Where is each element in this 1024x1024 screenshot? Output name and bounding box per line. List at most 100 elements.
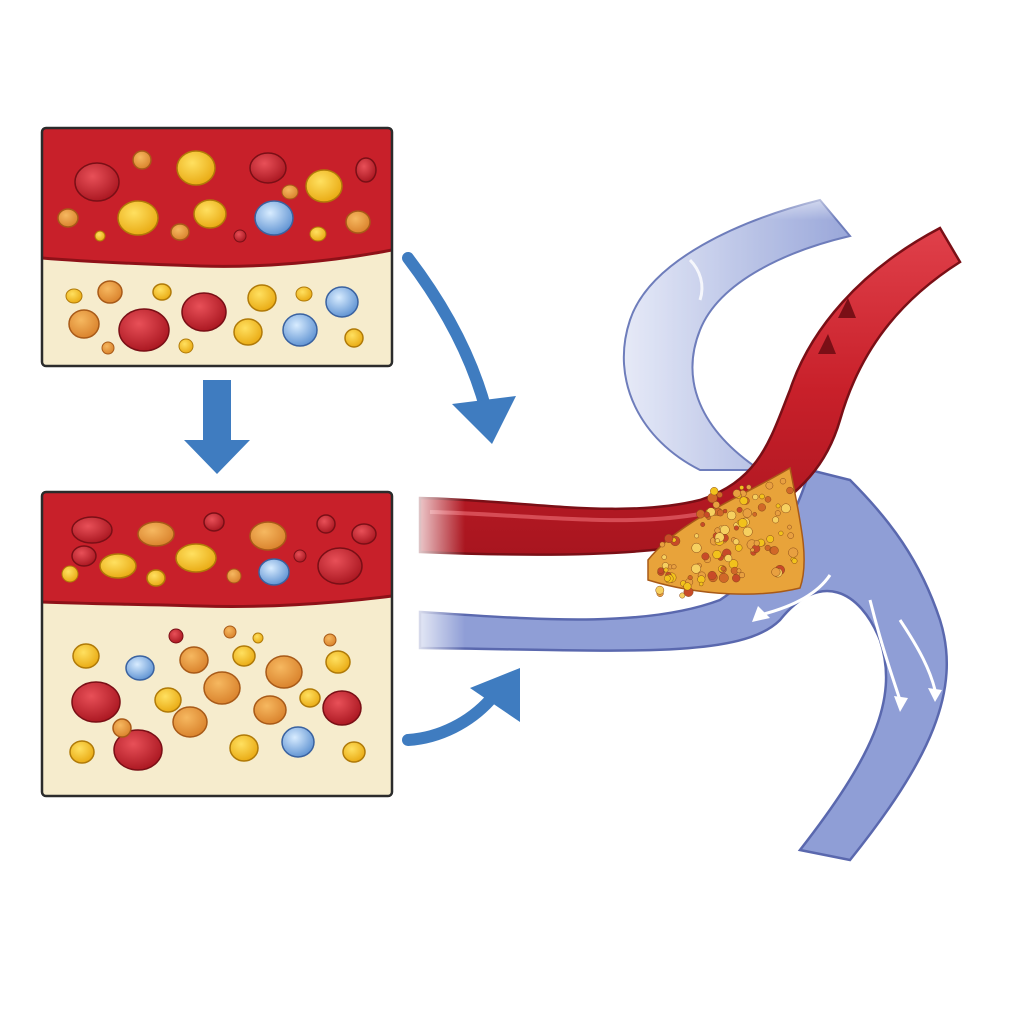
plaque-particle: [787, 524, 792, 530]
arrow-curve-bottom: [402, 668, 520, 746]
plaque-particle: [716, 509, 724, 517]
vein-upper: [622, 198, 852, 471]
plaque-particle: [739, 485, 745, 490]
blood-cell: [342, 741, 366, 763]
blood-cell: [233, 229, 247, 243]
blood-cell: [170, 223, 190, 241]
blood-cell: [72, 643, 100, 669]
blood-cell: [203, 512, 225, 532]
plaque-particle: [691, 563, 702, 574]
plaque-particle: [786, 486, 794, 495]
plaque-particle: [655, 585, 665, 595]
plaque-particle: [778, 530, 784, 536]
flow-arrow-icon: [818, 298, 856, 354]
blood-cell: [317, 547, 363, 585]
plaque-particle: [739, 496, 749, 505]
plaque-particle: [732, 574, 741, 583]
plaque-particle: [732, 538, 740, 545]
plaque-particle: [716, 491, 723, 498]
blood-cell: [254, 200, 294, 236]
plaque-particle: [698, 581, 704, 587]
plaque-particle: [707, 570, 717, 581]
plaque-particle: [724, 554, 733, 563]
plaque-particle: [700, 522, 706, 527]
blood-cell: [99, 553, 137, 579]
blood-cell: [61, 565, 79, 583]
blood-cell: [309, 226, 327, 242]
blood-cell: [94, 230, 106, 242]
plaque-particle: [720, 566, 726, 572]
blood-cell: [233, 318, 263, 346]
plaque-particle: [753, 540, 760, 547]
plaque-particle: [788, 547, 799, 558]
plaque-particle: [770, 546, 779, 555]
plaque-particle: [661, 554, 667, 560]
blood-cell: [152, 283, 172, 301]
plaque-particle: [733, 525, 739, 531]
flow-arrow-icon: [688, 258, 704, 301]
plaque-particle: [679, 592, 686, 599]
blood-cell: [325, 286, 359, 318]
blood-cell: [252, 632, 264, 644]
blood-cell: [101, 341, 115, 355]
blood-cell: [137, 521, 175, 547]
flow-arrow-icon: [752, 574, 832, 622]
blood-cell: [247, 284, 277, 312]
blood-cell: [179, 646, 209, 674]
plaque-particle: [737, 518, 748, 528]
plaque-particle: [736, 568, 742, 574]
blood-cell: [282, 313, 318, 347]
plaque-particle: [750, 547, 755, 553]
plaque-particle: [774, 510, 781, 517]
blood-cell: [232, 645, 256, 667]
blood-cell: [132, 150, 152, 170]
blood-cell: [97, 280, 123, 304]
blood-cell: [118, 308, 170, 352]
arrow-down: [184, 380, 250, 474]
blood-cell: [355, 157, 377, 183]
plaque-particle: [701, 552, 710, 561]
blood-cell: [316, 514, 336, 534]
blood-cell: [325, 650, 351, 674]
plaque-particle: [772, 516, 780, 524]
panel-top-frame: [40, 126, 394, 368]
blood-cell: [299, 688, 321, 708]
plaque-particle: [726, 510, 737, 521]
blood-cell: [323, 633, 337, 647]
plaque-particle: [787, 532, 794, 539]
blood-cell: [178, 338, 194, 354]
plaque-particle: [752, 493, 759, 501]
blood-cell: [175, 543, 217, 573]
blood-cell: [345, 210, 371, 234]
plaque-particle: [757, 503, 766, 512]
blood-cell: [71, 681, 121, 723]
blood-cell: [146, 569, 166, 587]
blood-cell: [181, 292, 227, 332]
blood-cell: [253, 695, 287, 725]
blood-cell: [113, 729, 163, 771]
blood-cell: [351, 523, 377, 545]
blood-cell: [281, 184, 299, 200]
blood-cell: [265, 655, 303, 689]
plaque-particle: [736, 506, 743, 513]
plaque-particle: [691, 542, 702, 553]
plaque-particle: [663, 575, 671, 582]
plaque-particle: [712, 501, 720, 509]
plaque-particle: [771, 567, 781, 577]
arrow-curve-top: [402, 252, 516, 444]
flow-arrow-icon: [868, 599, 908, 712]
plaque-particle: [671, 564, 677, 570]
blood-cell: [229, 734, 259, 762]
panel-bottom-frame: [40, 490, 394, 798]
plaque-particle: [718, 572, 729, 583]
plaque-particle: [664, 534, 674, 543]
plaque-particle: [759, 493, 765, 500]
blood-cell: [281, 726, 315, 758]
plaque-particle: [765, 481, 774, 490]
plaque-particle: [663, 567, 669, 573]
plaque-particle: [742, 508, 752, 518]
blood-cell: [168, 628, 184, 644]
plaque-particle: [732, 489, 741, 498]
plaque-particle: [687, 575, 693, 581]
plaque-particle: [734, 544, 743, 552]
